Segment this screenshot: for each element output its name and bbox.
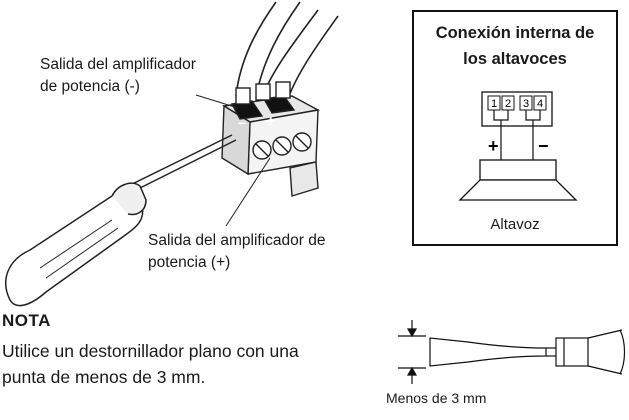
- speaker-cone-icon: [458, 179, 578, 201]
- nota-text: Utilice un destornillador plano con una …: [2, 338, 299, 390]
- speaker-label: Altavoz: [490, 216, 540, 233]
- pin-2-label: 2: [505, 98, 511, 110]
- terminal-minus-symbol: −: [238, 115, 246, 131]
- speaker-magnet: [479, 159, 557, 181]
- terminal-connector: [221, 81, 321, 197]
- screwdriver-tip-drawing: [398, 320, 626, 384]
- speaker-minus-sign: −: [538, 136, 549, 156]
- tip-dimension-label: Menos de 3 mm: [386, 390, 487, 406]
- nota-line2: punta de menos de 3 mm.: [2, 367, 206, 387]
- amp-plus-line1: Salida del amplificador de: [148, 232, 326, 249]
- internal-wires: [493, 110, 541, 160]
- terminal-plus-symbol: +: [266, 113, 275, 130]
- internal-connection-box: Conexión interna de los altavoces 1 2 3 …: [412, 10, 618, 246]
- amp-minus-label: Salida del amplificador de potencia (-): [40, 54, 196, 98]
- pin-4-label: 4: [537, 98, 543, 110]
- speaker-plus-sign: +: [488, 136, 499, 156]
- leader-minus: [195, 94, 239, 109]
- internal-box-title-line2: los altavoces: [463, 50, 567, 68]
- leader-plus: [225, 157, 271, 227]
- amp-minus-line1: Salida del amplificador: [40, 56, 196, 73]
- pin-3-label: 3: [523, 98, 529, 110]
- amp-plus-line2: potencia (+): [148, 254, 231, 271]
- internal-box-title: Conexión interna de los altavoces: [414, 20, 616, 72]
- screwdriver: [5, 134, 237, 307]
- speaker-wiring-diagram: 1 2 3 4 + −: [458, 91, 578, 201]
- nota-heading: NOTA: [2, 311, 51, 330]
- amp-minus-line2: de potencia (-): [40, 78, 140, 95]
- internal-box-title-line1: Conexión interna de: [435, 24, 595, 42]
- pin-1-label: 1: [491, 98, 497, 110]
- nota-line1: Utilice un destornillador plano con una: [2, 341, 299, 361]
- amp-plus-label: Salida del amplificador de potencia (+): [148, 230, 326, 274]
